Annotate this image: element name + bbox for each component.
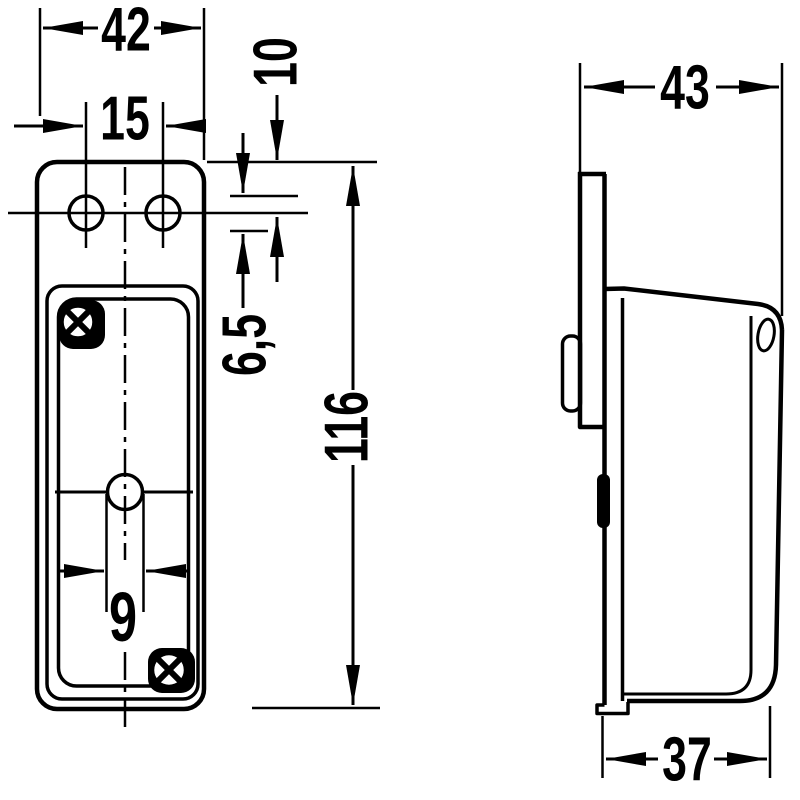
dimension-15: 15 <box>14 85 206 154</box>
dim-label-mounting-hole-diameter: 6,5 <box>211 314 280 376</box>
side-tab <box>560 334 583 413</box>
side-view: 43 37 <box>560 54 785 795</box>
dimension-116: 116 <box>207 160 382 710</box>
dim-label-center-hole-diameter: 9 <box>109 578 137 656</box>
side-plate-outline <box>577 171 606 430</box>
dimension-6-5: 6,5 <box>211 133 298 376</box>
dimension-37: 37 <box>601 706 772 795</box>
dim-label-housing-depth: 37 <box>662 726 712 795</box>
side-body-right-bottom <box>627 329 785 704</box>
front-body-outline <box>34 159 207 712</box>
dimension-42: 42 <box>38 0 206 160</box>
dim-label-bracket-width: 42 <box>101 0 151 64</box>
dim-label-overall-depth: 43 <box>660 54 710 123</box>
side-screw-boss <box>756 317 776 353</box>
dimension-43: 43 <box>578 54 784 316</box>
front-view: 42 15 10 6,5 116 <box>8 0 381 734</box>
phillips-cross-icon <box>156 657 182 683</box>
side-lens-inner-line <box>624 316 753 696</box>
side-body-top-edge <box>603 286 785 331</box>
phillips-cross-icon <box>65 309 91 335</box>
front-lens-outer <box>45 284 200 701</box>
side-plate-foot <box>595 702 630 716</box>
dim-label-top-edge-to-hole: 10 <box>242 37 311 87</box>
dim-label-overall-height: 116 <box>313 391 382 463</box>
dimension-10: 10 <box>242 37 311 282</box>
side-grommet <box>597 474 610 528</box>
dimension-9: 9 <box>60 494 188 656</box>
screw-bottom-right <box>148 648 195 693</box>
screw-top-left <box>59 300 105 349</box>
dim-label-hole-spacing: 15 <box>100 85 150 154</box>
